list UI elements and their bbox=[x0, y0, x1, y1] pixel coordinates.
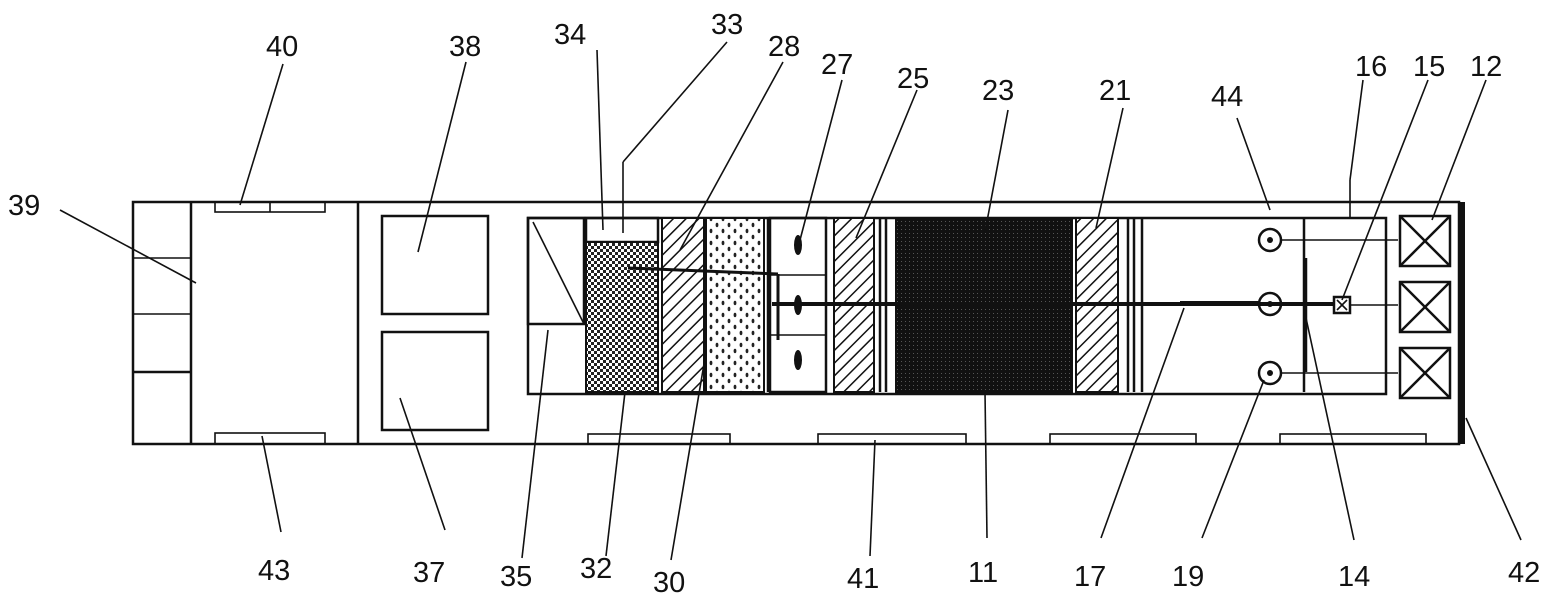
label-38: 38 bbox=[449, 31, 481, 63]
label-30: 30 bbox=[653, 567, 685, 599]
top-box-34 bbox=[584, 216, 660, 244]
label-21: 21 bbox=[1099, 75, 1131, 107]
filter-28 bbox=[661, 217, 705, 393]
label-42: 42 bbox=[1508, 557, 1540, 589]
label-39: 39 bbox=[8, 190, 40, 222]
reference-numerals: 39 40 43 38 37 34 33 28 27 25 23 21 44 1… bbox=[8, 9, 1540, 599]
cab-section bbox=[133, 201, 360, 445]
label-23: 23 bbox=[982, 75, 1014, 107]
label-34: 34 bbox=[554, 19, 586, 51]
label-35: 35 bbox=[500, 561, 532, 593]
cabinet-37 bbox=[380, 330, 490, 432]
pipe-17 bbox=[627, 266, 1342, 340]
label-37: 37 bbox=[413, 557, 445, 589]
label-16: 16 bbox=[1355, 51, 1387, 83]
label-11: 11 bbox=[968, 557, 998, 589]
bottom-doors-41 bbox=[587, 433, 1427, 445]
label-41: 41 bbox=[847, 563, 879, 595]
end-door-42 bbox=[1459, 202, 1465, 444]
label-14: 14 bbox=[1338, 561, 1370, 593]
container-body bbox=[131, 200, 1465, 446]
cabinet-38 bbox=[380, 214, 490, 316]
leader-lines bbox=[59, 41, 1522, 561]
label-17: 17 bbox=[1074, 561, 1106, 593]
label-32: 32 bbox=[580, 553, 612, 585]
media-32 bbox=[585, 241, 659, 393]
label-44: 44 bbox=[1211, 81, 1243, 113]
bottom-door-43 bbox=[214, 432, 326, 445]
unit-12 bbox=[1398, 214, 1452, 400]
label-27: 27 bbox=[821, 49, 853, 81]
label-12: 12 bbox=[1470, 51, 1502, 83]
label-25: 25 bbox=[897, 63, 929, 95]
label-28: 28 bbox=[768, 31, 800, 63]
media-30 bbox=[705, 217, 765, 393]
label-43: 43 bbox=[258, 555, 290, 587]
label-40: 40 bbox=[266, 31, 298, 63]
label-33: 33 bbox=[711, 9, 743, 41]
label-19: 19 bbox=[1172, 561, 1204, 593]
hopper-35 bbox=[526, 216, 586, 326]
label-15: 15 bbox=[1413, 51, 1445, 83]
pump-19 bbox=[1257, 227, 1398, 386]
